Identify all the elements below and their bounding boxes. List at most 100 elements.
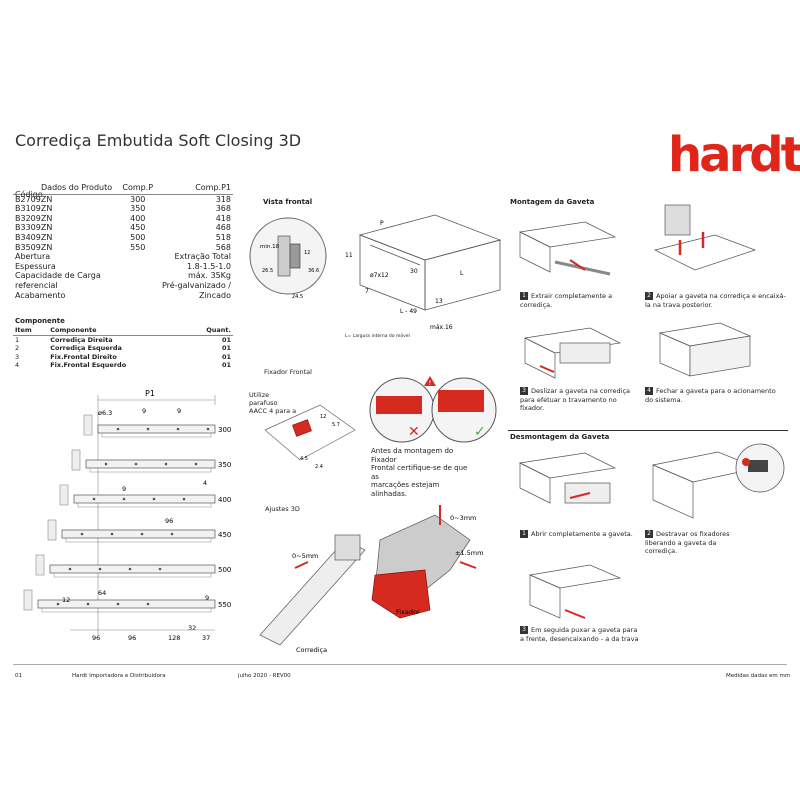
spec-prop-label: Acabamento: [15, 290, 66, 300]
dim-96a: 96: [165, 517, 173, 525]
p1-label: P1: [145, 389, 155, 398]
label-d7: ø7x12: [370, 272, 389, 279]
step-number: 2: [645, 530, 653, 538]
warn-line5: marcações estejam: [371, 481, 440, 489]
fixador-use-line3: AACC 4 para a: [249, 407, 297, 415]
label-min18: min.18: [260, 244, 280, 250]
spec-comp-p1: 368: [215, 204, 231, 214]
fixador-dim-2-4: 2.4: [315, 464, 323, 470]
components-table: Item Componente Quant. 1 Corrediça Direit…: [13, 326, 233, 370]
label-l49: L - 49: [400, 308, 417, 315]
spec-divider: [13, 192, 233, 195]
step-number: 1: [520, 530, 528, 538]
warn-line3: Frontal certifique-se de que: [371, 464, 468, 472]
dim-d63: ø6.3: [98, 409, 112, 417]
vista-frontal-title: Vista frontal: [263, 198, 313, 206]
step-number: 4: [645, 387, 653, 395]
check-icon: ✓: [474, 424, 486, 440]
comp-header-name: Componente: [48, 326, 185, 336]
range-horizontal: 0~5mm: [292, 552, 318, 560]
dim-128: 128: [168, 634, 180, 642]
step-text: Em seguida puxar a gaveta para a frente,…: [520, 626, 639, 643]
spec-prop-value: 1.8-1.5-1.0: [187, 261, 231, 271]
spec-prop-label: Capacidade de Carga: [15, 271, 101, 281]
page-title: Corrediça Embutida Soft Closing 3D: [15, 131, 302, 150]
footer-note: Medidas dadas em mm: [726, 673, 791, 679]
cabinet-note: L= Largura interna do móvel: [345, 334, 410, 339]
component-qty: 01: [221, 352, 231, 361]
component-qty: 01: [221, 361, 231, 369]
label-30: 30: [410, 268, 418, 275]
label-P: P: [380, 220, 384, 227]
components-title: Componente: [15, 317, 65, 325]
fixador-diagram: 12 5.7 4.5 2.4: [264, 404, 356, 470]
fixador-use-line2: parafuso: [249, 399, 278, 407]
step-number: 3: [520, 387, 528, 395]
rail-profile: 500: [35, 554, 231, 578]
fixador-use-text: Utilize parafuso AACC 4 para a: [249, 391, 296, 415]
comp-header-qty: Quant.: [184, 326, 233, 336]
rail-length-label: 500: [218, 566, 231, 574]
component-item: 1: [15, 335, 20, 344]
fixador-dim-5-7: 5.7: [332, 422, 340, 428]
spec-code: B3209ZN: [15, 213, 53, 223]
rail-profile: 400: [59, 484, 231, 508]
footer-date: julho 2020 - REV00: [238, 673, 291, 679]
step-text: Extrair completamente a corrediça.: [520, 292, 613, 309]
footer-divider: [13, 664, 787, 665]
spec-header-product: Dados do Produto: [41, 182, 113, 192]
brand-logo: hardt: [668, 127, 800, 183]
spec-prop-label: referencial: [15, 280, 58, 290]
spec-comp-p1: 468: [215, 223, 231, 233]
montagem-step3-image: [523, 327, 622, 379]
step-text: Fechar a gaveta para o acionamento do si…: [645, 387, 776, 404]
component-name: Corrediça Direita: [50, 335, 113, 344]
label-11: 11: [345, 252, 353, 259]
ajustes-title: Ajustes 3D: [265, 505, 300, 513]
spec-header-comp-p: Comp.P: [122, 183, 154, 192]
spec-comp-p1: 318: [215, 194, 231, 204]
range-side: ±1.5mm: [455, 549, 483, 557]
spec-prop-row: Espessura 1.8-1.5-1.0: [13, 262, 233, 272]
component-qty: 01: [221, 335, 231, 344]
dim-96b: 96: [92, 634, 100, 642]
montagem-title: Montagem da Gaveta: [510, 198, 595, 206]
label-7: 7: [365, 288, 369, 295]
spec-comp-p: 500: [130, 232, 146, 242]
rail-length-label: 450: [218, 531, 231, 539]
rail-profile: 550: [23, 589, 231, 613]
spec-code: B3509ZN: [15, 242, 53, 252]
dim-9d: 9: [205, 594, 209, 602]
warn-line1: Antes da montagem do: [371, 447, 454, 455]
component-name: Corrediça Esquerda: [50, 344, 122, 352]
dim-64: 64: [98, 589, 106, 597]
desmontagem-divider: [508, 430, 788, 431]
comp-header-item: Item: [13, 326, 49, 336]
spec-comp-p1: 568: [215, 242, 231, 252]
spec-comp-p1: 518: [215, 232, 231, 242]
component-item: 4: [15, 361, 20, 369]
spec-comp-p: 350: [130, 204, 146, 214]
desmontagem-step3-image: [528, 564, 622, 619]
rail-length-label: 550: [218, 601, 231, 609]
spec-prop-label: Espessura: [15, 261, 56, 271]
footer-company: Hardt Importadora e Distribuidora: [72, 673, 166, 679]
warn-line4: as: [371, 472, 379, 481]
step-text: Apoiar a gaveta na corrediça e encaixá-l…: [645, 292, 786, 309]
label-fixador: Fixador: [396, 608, 420, 616]
montagem-step2-image: [653, 204, 757, 271]
dim-12: 12: [62, 596, 70, 604]
